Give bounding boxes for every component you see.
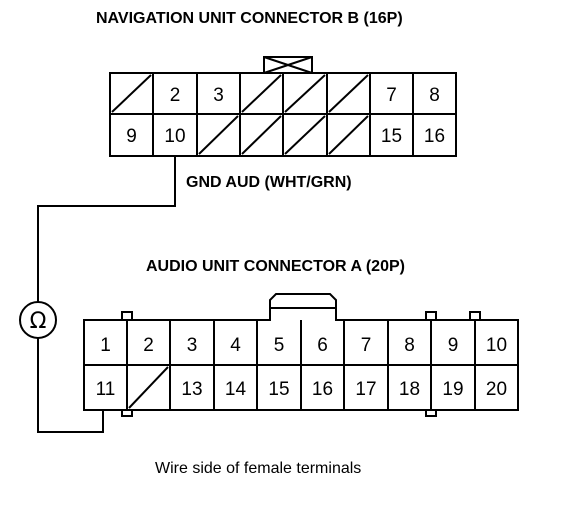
audio-pin: 15 [268,379,289,400]
nav-pin: 8 [429,85,440,106]
audio-pin: 7 [361,335,372,356]
audio-tab-right [425,311,437,321]
audio-pin: 17 [355,379,376,400]
ohmmeter [19,301,57,339]
audio-pin: 6 [317,335,328,356]
wire-lower [37,338,104,433]
audio-pin: 19 [442,379,463,400]
nav-pin: 2 [170,85,181,106]
audio-tab-right-2 [469,311,481,321]
nav-pin: 15 [381,126,402,147]
audio-pin: 1 [100,335,111,356]
audio-tab-bottom-left [121,409,133,417]
wire-upper [37,156,176,302]
audio-pin: 9 [448,335,459,356]
audio-pin: 10 [486,335,507,356]
nav-pin: 16 [424,126,445,147]
audio-connector-body [83,293,519,411]
wire-label: GND AUD (WHT/GRN) [186,174,352,191]
audio-pin: 8 [404,335,415,356]
audio-pin: 20 [486,379,507,400]
audio-connector-title: AUDIO UNIT CONNECTOR A (20P) [146,258,405,275]
audio-pin: 16 [312,379,333,400]
audio-pin: 13 [181,379,202,400]
audio-pin: 3 [187,335,198,356]
navigation-connector-latch [263,56,313,74]
audio-pin: 11 [96,379,116,400]
audio-pin: 5 [274,335,285,356]
nav-pin: 9 [126,126,137,147]
audio-tab-left [121,311,133,321]
ohm-icon: Ω [30,309,47,334]
nav-pin: 7 [386,85,397,106]
navigation-connector-title: NAVIGATION UNIT CONNECTOR B (16P) [96,10,403,27]
nav-pin: 3 [213,85,224,106]
audio-tab-bottom-right [425,409,437,417]
audio-pin: 14 [225,379,247,400]
audio-pin: 2 [143,335,154,356]
nav-pin: 10 [164,126,185,147]
diagram-caption: Wire side of female terminals [155,460,362,477]
audio-pin: 18 [399,379,420,400]
audio-pin: 4 [230,335,241,356]
